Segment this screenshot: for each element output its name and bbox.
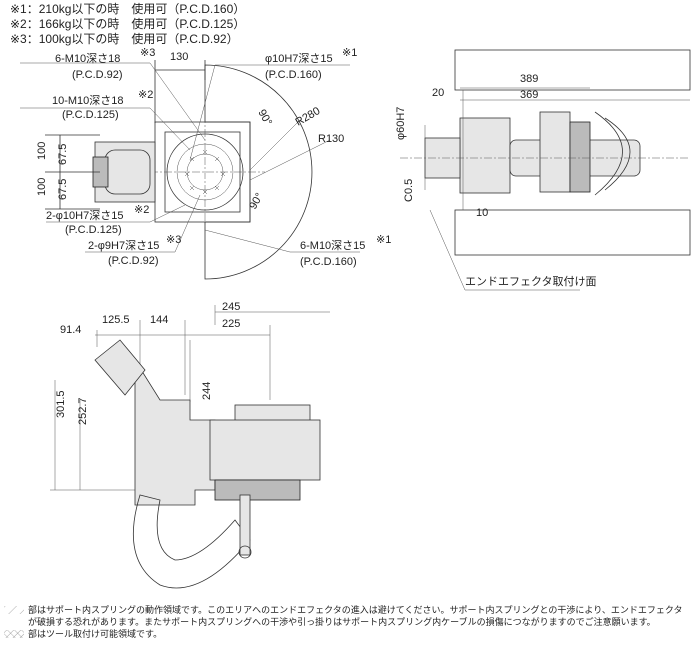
dimension-label: 90° (255, 108, 274, 128)
spring-area-swatch (4, 606, 24, 614)
dimension-label: 2-φ10H7深さ15 (46, 209, 123, 222)
wall-bottom (454, 209, 691, 256)
dimension-label: 67.5 (57, 179, 69, 200)
dimension-label: R280 (294, 105, 323, 129)
dimension-label: 245 (222, 301, 240, 313)
dimension-label: C0.5 (403, 179, 415, 202)
wall-top (454, 49, 691, 91)
dimension-label: 10 (476, 207, 488, 219)
dimension-label: (P.C.D.125) (65, 224, 122, 236)
dimension-label: 100 (36, 142, 48, 160)
dimension-label: (P.C.D.92) (108, 255, 159, 267)
dimension-label: (P.C.D.160) (265, 69, 322, 81)
dimension-label: ※1 (342, 47, 357, 59)
side-view: 389 369 20 φ60H7 C0.5 10 エンドエフェクタ取付け面 (395, 49, 691, 291)
spring-area-hatch (204, 64, 313, 280)
dimension-label: 20 (432, 87, 444, 99)
dimension-label: (P.C.D.160) (300, 256, 357, 268)
dimension-label: 244 (201, 382, 213, 400)
dimension-label: 369 (520, 89, 538, 101)
dimension-label: 144 (150, 314, 168, 326)
dimension-label: 125.5 (102, 314, 130, 326)
footer-line-3: 部はツール取付け可能領域です。 (28, 629, 163, 639)
dimension-label: 91.4 (60, 324, 81, 336)
dimension-label: 6-M10深さ15 (300, 239, 365, 252)
footer-line-1: 部はサポート内スプリングの動作領域です。このエリアへのエンドエフェクタの進入は避… (28, 605, 683, 615)
dimension-label: R130 (318, 133, 344, 145)
footer-line-2: が破損する恐れがあります。またサポート内スプリングへの干渉や引っ掛りはサポート内… (28, 617, 656, 627)
dimension-label: 67.5 (57, 144, 69, 165)
dimension-label: ※3 (140, 47, 155, 59)
dimension-label: ※2 (134, 204, 149, 216)
dimension-label: 252.7 (77, 397, 89, 425)
dimension-label: ※1 (376, 234, 391, 246)
dimension-label: ※3 (166, 234, 181, 246)
dimension-label: 130 (170, 51, 188, 63)
dimension-label: 225 (222, 318, 240, 330)
dimension-label: 2-φ9H7深さ15 (88, 239, 159, 252)
top-view: 6-M10深さ18 ※3 (P.C.D.92) 130 φ10H7深さ15 ※1… (20, 47, 391, 280)
front-view: 91.4 125.5 144 245 225 301.5 252.7 244 (50, 301, 330, 589)
dimension-label: (P.C.D.92) (72, 69, 123, 81)
note-3: ※3：100kg以下の時 使用可（P.C.D.92） (10, 32, 239, 46)
note-2: ※2：166kg以下の時 使用可（P.C.D.125） (10, 17, 246, 31)
dimension-label: 100 (36, 178, 48, 196)
dimension-label: φ60H7 (395, 107, 407, 140)
dimension-label: 389 (520, 73, 538, 85)
dimension-label: 301.5 (55, 390, 67, 418)
end-effector-label: エンドエフェクタ取付け面 (465, 275, 597, 288)
dimension-label: ※2 (138, 89, 153, 101)
note-1: ※1：210kg以下の時 使用可（P.C.D.160） (10, 2, 246, 16)
dimension-label: (P.C.D.125) (62, 109, 119, 121)
label-6-m10: 6-M10深さ18 (55, 52, 120, 65)
support-spring (132, 494, 251, 589)
tool-area-swatch (4, 630, 24, 638)
dimension-label: φ10H7深さ15 (265, 52, 333, 65)
dimension-label: 10-M10深さ18 (52, 94, 124, 107)
